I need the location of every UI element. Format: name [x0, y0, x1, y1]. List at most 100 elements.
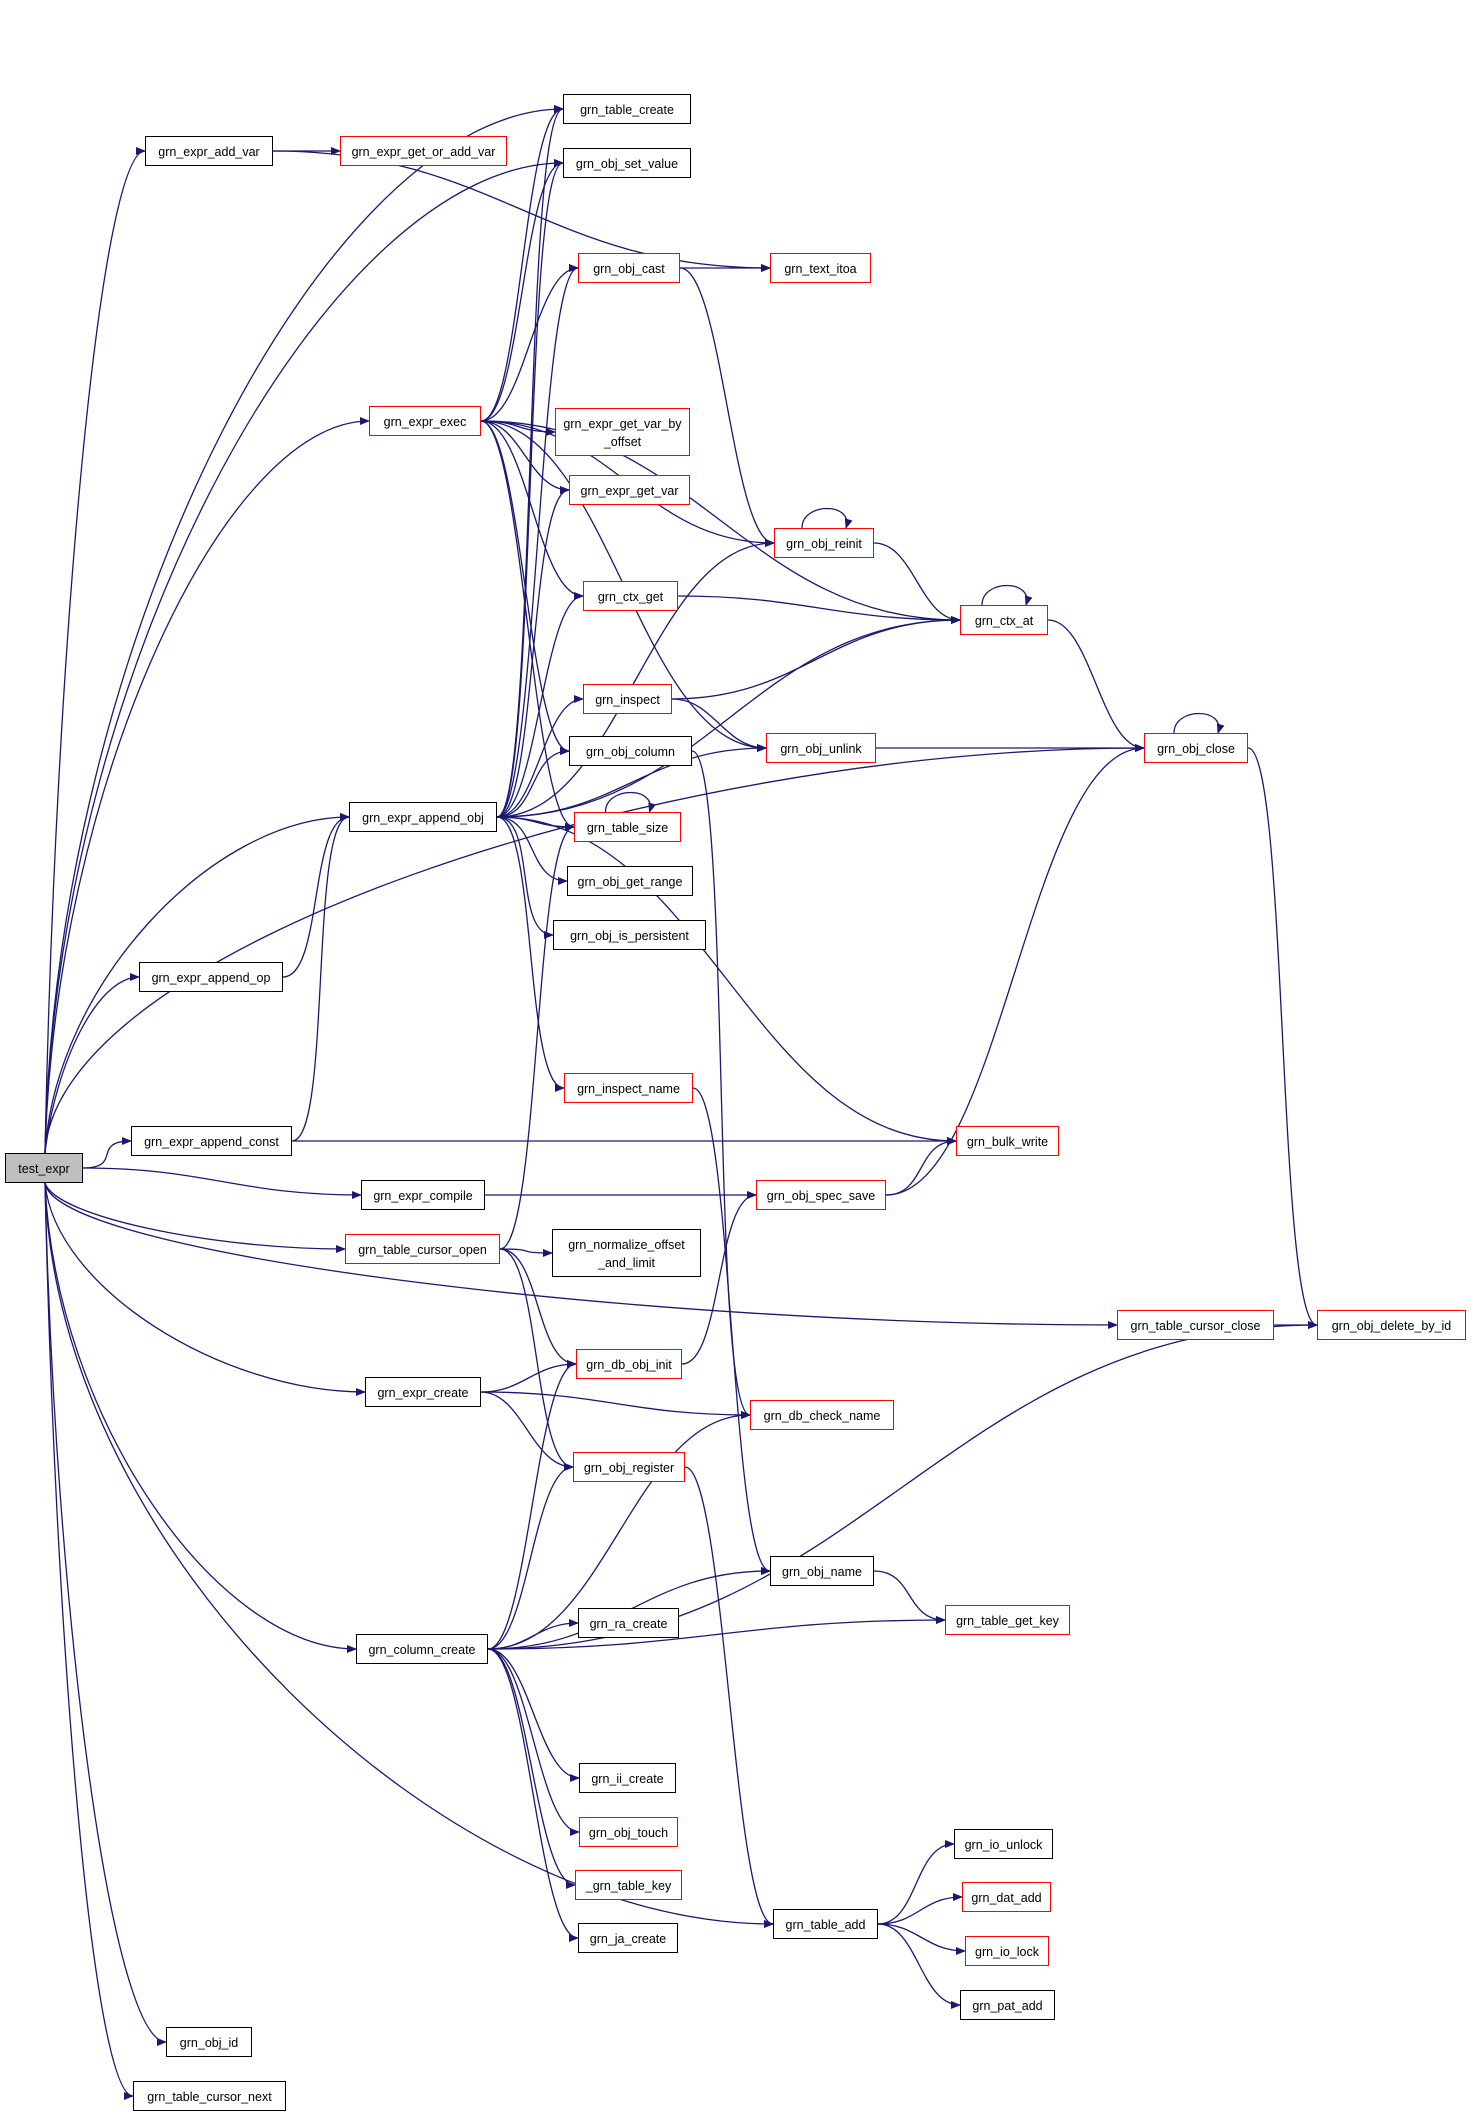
edge-grn-expr-append-obj-to-grn-inspect-name — [496, 816, 565, 1092]
node-label: grn_column_create — [368, 1643, 476, 1657]
node-grn-text-itoa[interactable]: grn_text_itoa — [770, 253, 871, 283]
edge-grn-db-obj-init-to-grn-obj-spec-save — [681, 1191, 757, 1365]
node-grn-expr-get-var-by-offset[interactable]: grn_expr_get_var_by_offset — [555, 408, 690, 456]
edge-grn-expr-exec-to-grn-table-create — [480, 105, 564, 422]
node-label: grn_expr_create — [377, 1386, 469, 1400]
node-grn-column-create[interactable]: grn_column_create — [356, 1634, 488, 1664]
node-test-expr[interactable]: test_expr — [5, 1153, 83, 1183]
node-label: grn_obj_reinit — [786, 537, 862, 551]
edge-grn-table-cursor-open-to-grn-table-size — [499, 823, 575, 1250]
edge-grn-column-create-to--grn-table-key — [487, 1648, 576, 1889]
edge-grn-column-create-to-grn-ra-create — [487, 1619, 579, 1650]
node-grn-ra-create[interactable]: grn_ra_create — [578, 1608, 679, 1638]
node-grn-normalize-offset-and-limit[interactable]: grn_normalize_offset _and_limit — [552, 1229, 701, 1277]
node-grn-bulk-write[interactable]: grn_bulk_write — [956, 1126, 1059, 1156]
node-grn-dat-add[interactable]: grn_dat_add — [962, 1882, 1051, 1912]
node-grn-obj-name[interactable]: grn_obj_name — [770, 1556, 874, 1586]
edge-grn-expr-append-obj-to-grn-obj-cast — [496, 264, 579, 818]
node-grn-expr-compile[interactable]: grn_expr_compile — [361, 1180, 485, 1210]
node-grn-table-size[interactable]: grn_table_size — [574, 812, 681, 842]
edge-test-expr-to-grn-expr-create — [44, 1182, 366, 1396]
node-grn-expr-exec[interactable]: grn_expr_exec — [369, 406, 481, 436]
node-grn-ii-create[interactable]: grn_ii_create — [579, 1763, 676, 1793]
node-grn-obj-touch[interactable]: grn_obj_touch — [579, 1817, 678, 1847]
node-label: grn_obj_column — [586, 745, 675, 759]
node-grn-obj-is-persistent[interactable]: grn_obj_is_persistent — [553, 920, 706, 950]
node-label: grn_bulk_write — [966, 1135, 1049, 1149]
edge-grn-inspect-to-grn-obj-unlink — [671, 698, 767, 752]
node-label: grn_table_size — [586, 821, 669, 835]
node-label: _grn_table_key — [585, 1879, 672, 1893]
node-grn-ctx-at[interactable]: grn_ctx_at — [960, 605, 1048, 635]
edge-test-expr-to-grn-obj-set-value — [44, 159, 564, 1154]
edge-grn-expr-append-obj-to-grn-expr-get-var — [496, 486, 570, 818]
node-grn-obj-column[interactable]: grn_obj_column — [569, 736, 692, 766]
node-label: grn_obj_unlink — [780, 742, 862, 756]
node-grn-table-cursor-close[interactable]: grn_table_cursor_close — [1117, 1310, 1274, 1340]
node-label: grn_obj_touch — [588, 1826, 669, 1840]
node-grn-expr-create[interactable]: grn_expr_create — [365, 1377, 481, 1407]
node-grn-obj-delete-by-id[interactable]: grn_obj_delete_by_id — [1317, 1310, 1466, 1340]
node-grn-expr-append-obj[interactable]: grn_expr_append_obj — [349, 802, 497, 832]
node-grn-pat-add[interactable]: grn_pat_add — [960, 1990, 1055, 2020]
edge-grn-column-create-to-grn-obj-touch — [487, 1648, 580, 1836]
edge-grn-obj-reinit-to-grn-ctx-at — [873, 542, 961, 624]
node-label: grn_inspect — [595, 693, 660, 707]
node-grn-table-add[interactable]: grn_table_add — [773, 1909, 878, 1939]
node-grn-obj-unlink[interactable]: grn_obj_unlink — [766, 733, 876, 763]
node-grn-ja-create[interactable]: grn_ja_create — [578, 1923, 678, 1953]
node--grn-table-key[interactable]: _grn_table_key — [575, 1870, 682, 1900]
node-grn-expr-add-var[interactable]: grn_expr_add_var — [145, 136, 273, 166]
node-grn-inspect[interactable]: grn_inspect — [583, 684, 672, 714]
node-label: _and_limit — [598, 1256, 655, 1270]
node-label: grn_io_lock — [975, 1945, 1039, 1959]
node-grn-io-lock[interactable]: grn_io_lock — [965, 1936, 1049, 1966]
edge-grn-expr-exec-to-grn-obj-set-value — [480, 159, 564, 422]
node-grn-obj-set-value[interactable]: grn_obj_set_value — [563, 148, 691, 178]
node-grn-obj-close[interactable]: grn_obj_close — [1144, 733, 1248, 763]
edge-test-expr-to-grn-obj-close — [44, 744, 1145, 1154]
node-label: grn_normalize_offset — [568, 1238, 685, 1252]
node-grn-obj-register[interactable]: grn_obj_register — [573, 1452, 685, 1482]
edge-grn-expr-append-obj-to-grn-obj-is-persistent — [496, 816, 554, 939]
edge-grn-expr-append-obj-to-grn-ctx-at — [496, 616, 961, 818]
edge-grn-expr-append-obj-to-grn-obj-set-value — [496, 159, 564, 818]
node-label: grn_expr_append_op — [151, 971, 271, 985]
edge-grn-table-add-to-grn-dat-add — [877, 1893, 963, 1925]
edge-grn-obj-close-to-grn-obj-delete-by-id — [1247, 747, 1318, 1329]
node-grn-table-cursor-open[interactable]: grn_table_cursor_open — [345, 1234, 500, 1264]
edge-grn-table-add-to-grn-pat-add — [877, 1923, 961, 2009]
node-label: grn_ctx_at — [974, 614, 1034, 628]
edge-grn-expr-create-to-grn-db-obj-init — [480, 1360, 577, 1393]
edge-grn-obj-column-to-grn-db-check-name — [691, 750, 751, 1419]
node-grn-obj-spec-save[interactable]: grn_obj_spec_save — [756, 1180, 886, 1210]
edge-grn-inspect-to-grn-ctx-at — [671, 616, 961, 700]
node-grn-db-check-name[interactable]: grn_db_check_name — [750, 1400, 894, 1430]
node-label: grn_ja_create — [589, 1932, 667, 1946]
node-grn-obj-id[interactable]: grn_obj_id — [166, 2027, 252, 2057]
edge-test-expr-to-grn-table-create — [44, 105, 564, 1154]
edge-grn-table-add-to-grn-io-lock — [877, 1923, 966, 1955]
edge-grn-column-create-to-grn-db-obj-init — [487, 1360, 577, 1650]
node-grn-expr-get-or-add-var[interactable]: grn_expr_get_or_add_var — [340, 136, 507, 166]
node-grn-expr-get-var[interactable]: grn_expr_get_var — [569, 475, 690, 505]
node-grn-expr-append-op[interactable]: grn_expr_append_op — [139, 962, 283, 992]
node-grn-expr-append-const[interactable]: grn_expr_append_const — [131, 1126, 292, 1156]
edge-grn-expr-append-const-to-grn-expr-append-obj — [291, 813, 350, 1142]
edge-test-expr-to-grn-expr-exec — [44, 417, 370, 1154]
edge-test-expr-to-grn-expr-add-var — [44, 147, 146, 1154]
node-label: grn_pat_add — [972, 1999, 1043, 2013]
node-grn-ctx-get[interactable]: grn_ctx_get — [583, 581, 678, 611]
edge-grn-obj-close-to-grn-obj-close — [1173, 713, 1225, 734]
node-grn-inspect-name[interactable]: grn_inspect_name — [564, 1073, 693, 1103]
node-grn-obj-reinit[interactable]: grn_obj_reinit — [774, 528, 874, 558]
node-grn-obj-get-range[interactable]: grn_obj_get_range — [567, 866, 693, 896]
node-grn-obj-cast[interactable]: grn_obj_cast — [578, 253, 680, 283]
node-grn-table-get-key[interactable]: grn_table_get_key — [945, 1605, 1070, 1635]
node-grn-table-cursor-next[interactable]: grn_table_cursor_next — [133, 2081, 286, 2111]
node-grn-io-unlock[interactable]: grn_io_unlock — [954, 1829, 1053, 1859]
node-label: grn_table_cursor_next — [147, 2090, 272, 2104]
node-grn-table-create[interactable]: grn_table_create — [563, 94, 691, 124]
node-label: grn_ra_create — [589, 1617, 668, 1631]
node-grn-db-obj-init[interactable]: grn_db_obj_init — [576, 1349, 682, 1379]
